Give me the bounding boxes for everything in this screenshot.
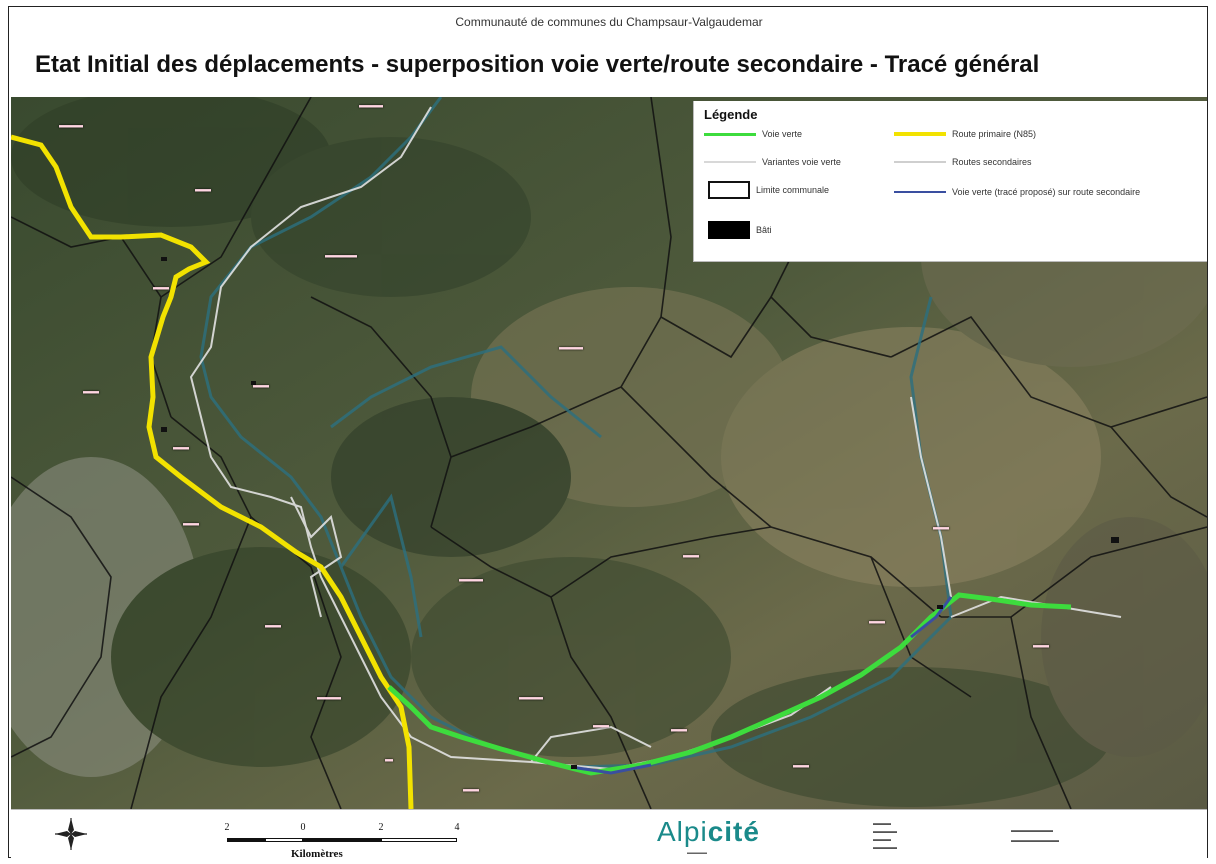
logo-tagline-mark: ▬▬▬▬ bbox=[687, 850, 707, 856]
legend-item-routes-secondaires: Routes secondaires bbox=[894, 157, 1032, 167]
map-title: Etat Initial des déplacements - superpos… bbox=[35, 51, 1040, 78]
scale-tick-4: 4 bbox=[454, 822, 460, 833]
scale-segment-1 bbox=[227, 838, 265, 842]
legend-item-limite-communale: Limite communale bbox=[708, 181, 829, 199]
voie-verte-sur-route-swatch bbox=[894, 191, 946, 193]
alpicite-logo: Alpicité bbox=[657, 816, 760, 848]
map-subtitle: Communauté de communes du Champsaur-Valg… bbox=[455, 15, 763, 29]
legend-item-voie-verte-sur-route: Voie verte (tracé proposé) sur route sec… bbox=[894, 187, 1140, 197]
legend-label-variantes: Variantes voie verte bbox=[762, 157, 841, 167]
legend-item-route-primaire: Route primaire (N85) bbox=[894, 129, 1036, 139]
rivers bbox=[199, 97, 953, 769]
voie-verte-swatch bbox=[704, 132, 756, 136]
green-way-on-secondary-road bbox=[570, 596, 953, 775]
logo-alpi: Alpi bbox=[657, 816, 708, 847]
map-sheet: Communauté de communes du Champsaur-Valg… bbox=[8, 6, 1208, 860]
scale-segment-2 bbox=[265, 838, 303, 842]
legend-label-route-primaire: Route primaire (N85) bbox=[952, 129, 1037, 139]
variantes-swatch bbox=[704, 161, 756, 163]
limite-communale-swatch bbox=[708, 181, 750, 199]
routes-secondaires-swatch bbox=[894, 161, 946, 163]
legend-item-bati: Bâti bbox=[708, 221, 772, 239]
compass-rose-icon bbox=[55, 818, 87, 850]
bati-swatch bbox=[708, 221, 750, 239]
legend-label-routes-secondaires: Routes secondaires bbox=[952, 157, 1032, 167]
scale-segment-4 bbox=[381, 838, 457, 842]
logo-cite: cité bbox=[707, 816, 760, 847]
legend-label-voie-verte-sur-route: Voie verte (tracé proposé) sur route sec… bbox=[952, 187, 1141, 197]
legend-label-limite-communale: Limite communale bbox=[756, 185, 830, 195]
legend-label-voie-verte: Voie verte bbox=[762, 129, 803, 139]
contact-block: ▬▬▬▬▬▬▬▬▬▬▬▬▬▬ bbox=[873, 821, 897, 851]
scale-tick-3: 2 bbox=[378, 822, 384, 833]
satellite-map[interactable]: ▬▬▬ ▬▬▬ ▬▬ ▬▬▬▬ ▬▬ ▬▬▬ ▬▬ ▬▬ ▬▬ ▬▬ ▬▬ ▬▬… bbox=[11, 97, 1207, 809]
legend-item-variantes: Variantes voie verte bbox=[704, 157, 841, 167]
legend-label-bati: Bâti bbox=[756, 225, 772, 235]
route-primaire-swatch bbox=[894, 132, 946, 136]
secondary-roads bbox=[189, 106, 1122, 771]
scale-bar: 2 0 2 4 Kilomètres bbox=[211, 814, 471, 860]
buildings bbox=[161, 257, 1119, 769]
credits-block: ▬▬▬▬▬▬▬▬▬▬▬▬▬▬▬ bbox=[1011, 828, 1059, 844]
scale-tick-1: 2 bbox=[224, 822, 230, 833]
commune-boundaries bbox=[11, 97, 1207, 809]
map-legend: Légende Voie verte Route primaire (N85) … bbox=[693, 101, 1207, 262]
scale-segment-3 bbox=[303, 838, 381, 842]
scale-unit-label: Kilomètres bbox=[291, 848, 343, 860]
legend-title: Légende bbox=[704, 107, 758, 122]
scale-tick-2: 0 bbox=[300, 822, 306, 833]
map-footer: 2 0 2 4 Kilomètres Alpicité ▬▬▬▬ ▬▬▬▬▬▬▬… bbox=[11, 809, 1207, 860]
legend-item-voie-verte: Voie verte bbox=[704, 129, 802, 139]
green-way bbox=[387, 592, 1072, 776]
primary-road-n85 bbox=[11, 134, 414, 809]
